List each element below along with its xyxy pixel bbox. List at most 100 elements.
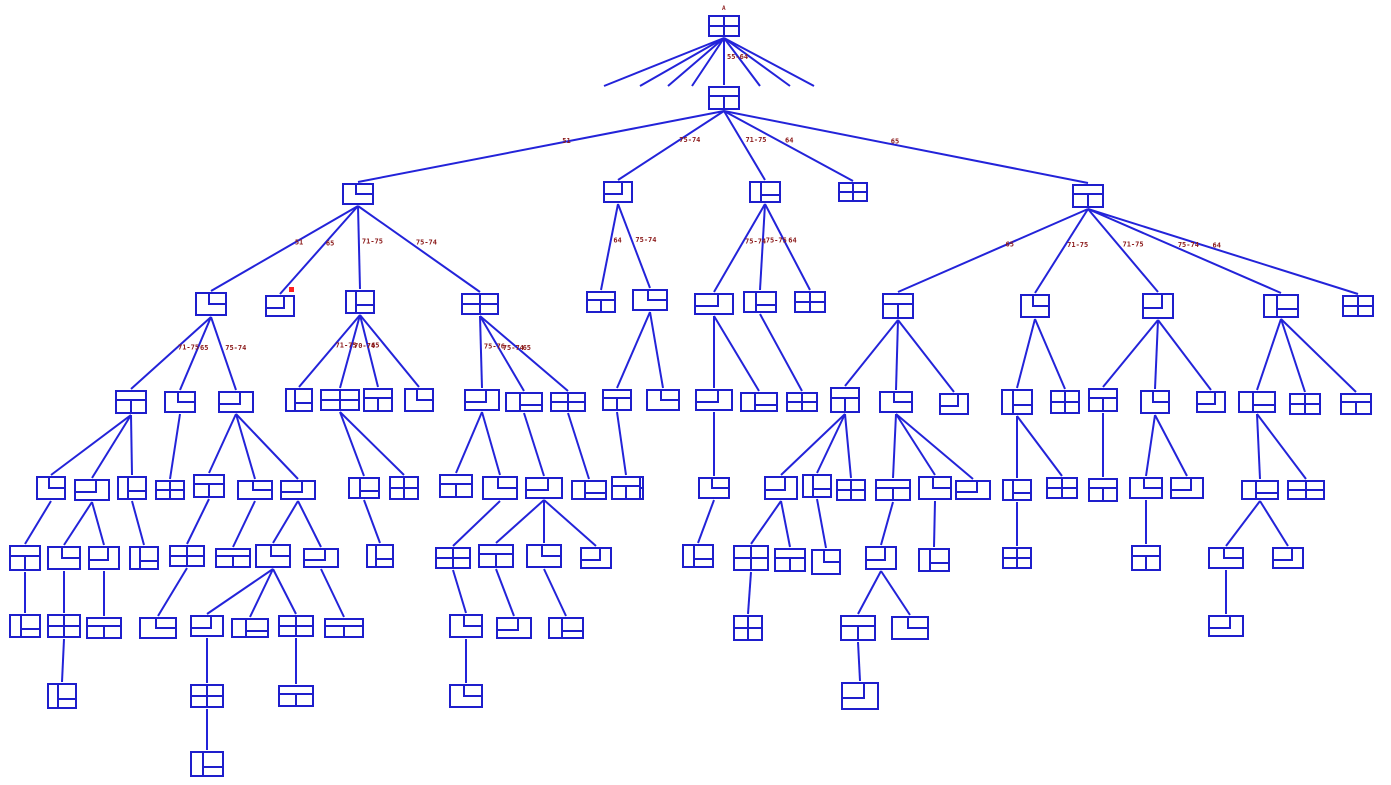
tree-edge <box>523 412 545 477</box>
floorplan-node-icon <box>802 474 832 498</box>
tree-edge <box>759 313 803 392</box>
edge-label: 51 <box>562 137 570 145</box>
tree-edge <box>1102 319 1159 388</box>
tree-edge <box>131 500 145 546</box>
tree-edge <box>455 411 483 474</box>
tree-edge <box>697 499 715 544</box>
tree-edge <box>857 570 882 615</box>
floorplan-node-icon <box>1088 478 1118 502</box>
floorplan-node-icon <box>1342 295 1374 317</box>
floorplan-node-icon <box>602 389 632 411</box>
floorplan-node-icon <box>1020 294 1050 318</box>
floorplan-node-icon <box>461 293 499 315</box>
edge-label: 55-64 <box>727 53 748 61</box>
tree-edge <box>616 411 627 476</box>
edge-label: 75-74 <box>225 344 246 352</box>
floorplan-node-icon <box>342 183 374 205</box>
floorplan-node-icon <box>218 391 254 413</box>
floorplan-node-icon <box>155 480 185 500</box>
tree-edge <box>895 413 936 476</box>
tree-edge <box>1087 208 1282 294</box>
floorplan-node-icon <box>320 389 360 411</box>
tree-edge <box>1256 413 1307 480</box>
edge-label: 75-74 <box>503 344 524 352</box>
floorplan-node-icon <box>811 549 841 575</box>
floorplan-node-icon <box>449 684 483 708</box>
tree-edge <box>543 499 597 547</box>
tree-edge <box>130 414 133 476</box>
tree-edge <box>481 411 501 476</box>
floorplan-node-icon <box>1001 389 1033 415</box>
tree-edge <box>1157 319 1212 391</box>
tree-edge <box>232 500 256 548</box>
edge-label: 75-74 <box>1178 241 1199 249</box>
tree-edge <box>479 315 483 389</box>
edge-label: 65 <box>1006 240 1014 248</box>
edge-label: 71-75 <box>1123 240 1144 248</box>
floorplan-node-icon <box>1196 391 1226 413</box>
floorplan-node-icon <box>694 293 734 315</box>
floorplan-node-icon <box>47 683 77 709</box>
tree-edge <box>895 413 974 480</box>
edge-label: 65 <box>523 344 531 352</box>
floorplan-node-icon <box>389 476 419 500</box>
tree-edge <box>600 203 619 291</box>
edge-label: 75-75 <box>766 237 787 245</box>
floorplan-node-icon <box>47 614 81 638</box>
tree-edge <box>1034 208 1089 294</box>
floorplan-node-icon <box>363 388 393 412</box>
tree-edge <box>1087 208 1359 295</box>
floorplan-node-icon <box>1287 480 1325 500</box>
floorplan-node-icon <box>865 546 897 570</box>
edge-label: 71-75 <box>1067 241 1088 249</box>
floorplan-node-icon <box>939 393 969 415</box>
tree-edge <box>723 110 854 182</box>
floorplan-node-icon <box>9 614 41 638</box>
tree-edge <box>603 37 725 87</box>
edge-label: 64 <box>785 137 793 145</box>
tree-edge <box>617 203 651 289</box>
floorplan-node-icon <box>190 684 224 708</box>
floorplan-node-icon <box>265 295 295 317</box>
floorplan-node-icon <box>740 392 778 412</box>
tree-edge <box>844 319 899 387</box>
floorplan-node-icon <box>215 548 251 568</box>
floorplan-node-icon <box>838 182 868 202</box>
tree-edge <box>1016 318 1036 389</box>
floorplan-node-icon <box>1241 480 1279 500</box>
tree-edge <box>208 413 237 474</box>
edge-label: 75-76 <box>484 342 505 350</box>
floorplan-node-icon <box>139 617 177 639</box>
floorplan-node-icon <box>115 390 147 414</box>
floorplan-node-icon <box>478 544 514 568</box>
edge-label: 70-74 <box>354 342 375 350</box>
edge-label: 75-74 <box>745 238 766 246</box>
floorplan-node-icon <box>74 479 110 501</box>
floorplan-node-icon <box>190 751 224 777</box>
floorplan-node-icon <box>439 474 473 498</box>
tree-edge <box>616 311 651 389</box>
tree-edge <box>206 568 274 615</box>
edge-label: 65 <box>326 240 334 248</box>
tree-edge <box>1016 415 1063 477</box>
tree-edge <box>723 110 1089 184</box>
floorplan-node-icon <box>836 479 866 501</box>
floorplan-node-icon <box>611 476 641 500</box>
floorplan-node-icon <box>1208 547 1244 569</box>
floorplan-node-icon <box>9 545 41 571</box>
tree-edge <box>764 203 811 291</box>
tree-edge <box>339 411 365 477</box>
tree-edge <box>452 569 467 614</box>
floorplan-node-icon <box>1238 391 1276 413</box>
tree-edge <box>1280 318 1306 393</box>
tree-edge <box>844 413 852 479</box>
tree-edge <box>1256 318 1282 391</box>
floorplan-node-icon <box>255 544 291 568</box>
floorplan-node-icon <box>280 480 316 500</box>
tree-edge <box>857 641 861 682</box>
floorplan-node-icon <box>404 388 434 412</box>
edge-label: 71-75 <box>362 237 383 245</box>
highlight-marker <box>289 287 294 292</box>
tree-edge <box>479 315 569 392</box>
